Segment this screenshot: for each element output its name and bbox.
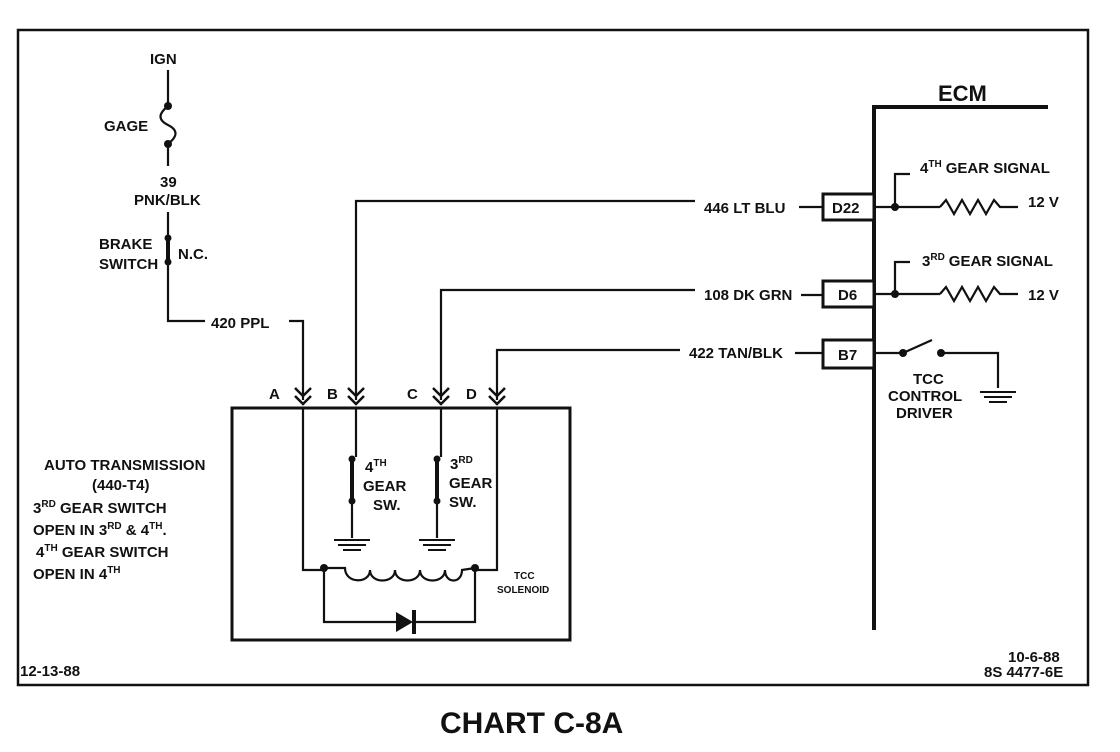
pin-c-label: C [407,386,418,403]
pin-a-label: A [269,386,280,403]
drawing-ref: 8S 4477-6E [984,664,1063,681]
tcc-driver-label-3: DRIVER [896,405,953,422]
date-left: 12-13-88 [20,663,80,680]
wire-446-label: 446 LT BLU [704,200,785,217]
wire-422-label: 422 TAN/BLK [689,345,783,362]
tcc-solenoid-label-1: TCC [514,571,535,582]
ground-icon [980,391,1016,403]
note-title: AUTO TRANSMISSION [44,457,205,474]
tcc-driver-switch [902,338,933,355]
wire-108-label: 108 DK GRN [704,287,792,304]
tcc-solenoid-label-2: SOLENOID [497,585,549,596]
gage-label: GAGE [104,118,148,135]
gear-4-sw-word: SW. [373,497,401,514]
switch-label: SWITCH [99,256,158,273]
ecm-title: ECM [938,81,987,106]
tcc-solenoid-coil [324,566,476,582]
tcc-driver-label-2: CONTROL [888,388,962,405]
normally-closed-label: N.C. [178,246,208,263]
note-model: (440-T4) [92,477,150,494]
note-line-3: 4TH GEAR SWITCH [36,543,169,561]
note-line-4: OPEN IN 4TH [33,565,121,583]
chart-title: CHART C-8A [440,707,623,740]
ecm-boundary [872,105,1048,630]
terminal-d6 [821,279,876,309]
resistor-symbol [939,197,1018,217]
ground-icon [419,539,455,551]
date-right: 10-6-88 [1008,649,1060,666]
tcc-driver-label-1: TCC [913,371,944,388]
gear-3-gear-word: GEAR [449,475,493,492]
gear-3-sw-word: SW. [449,494,477,511]
gear-4-gear-word: GEAR [363,478,407,495]
gear-4-switch-label: 4TH [365,458,387,476]
resistor-symbol [939,284,1018,304]
ign-label: IGN [150,51,177,68]
transmission-box [230,406,572,642]
note-line-2: OPEN IN 3RD & 4TH. [33,521,167,539]
wire-39-color: PNK/BLK [134,192,201,209]
wire-420-label: 420 PPL [211,315,269,332]
terminal-d22-label: D22 [832,200,860,217]
ground-icon [334,539,370,551]
terminal-b7-label: B7 [838,347,857,364]
gear-3-switch-label: 3RD [450,455,473,473]
terminal-d6-label: D6 [838,287,857,304]
pin-d-label: D [466,386,477,403]
wire-39-number: 39 [160,174,177,191]
pin-b-label: B [327,386,338,403]
voltage-12v-bottom: 12 V [1028,287,1059,304]
gage-fuse-symbol [159,105,177,145]
voltage-12v-top: 12 V [1028,194,1059,211]
diode-symbol [396,612,413,632]
note-line-1: 3RD GEAR SWITCH [33,499,167,517]
terminal-b7 [821,338,876,370]
brake-label: BRAKE [99,236,152,253]
chart-frame [16,28,1090,687]
